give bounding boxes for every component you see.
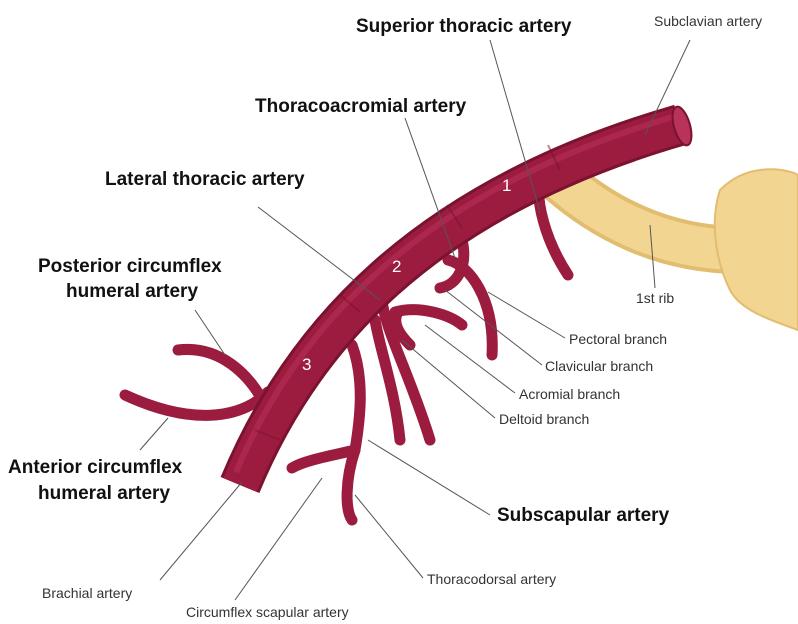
label-pectoral-branch: Pectoral branch bbox=[569, 331, 667, 347]
label-posterior-circumflex-line2: humeral artery bbox=[66, 281, 198, 303]
label-brachial-artery: Brachial artery bbox=[42, 585, 132, 601]
anterior-circumflex-branch bbox=[125, 392, 268, 415]
label-circumflex-scapular-artery: Circumflex scapular artery bbox=[186, 604, 349, 620]
leader-pectoral bbox=[488, 292, 565, 338]
label-thoracodorsal-artery: Thoracodorsal artery bbox=[427, 571, 556, 587]
leader-anterior-circumflex bbox=[140, 418, 168, 450]
label-anterior-circumflex-line2: humeral artery bbox=[38, 483, 170, 505]
leader-brachial bbox=[160, 482, 242, 580]
label-clavicular-branch: Clavicular branch bbox=[545, 358, 653, 374]
label-subscapular-artery: Subscapular artery bbox=[497, 505, 669, 527]
first-rib bbox=[560, 169, 798, 330]
segment-label-1: 1 bbox=[502, 176, 511, 195]
subscapular-trunk bbox=[352, 345, 360, 450]
label-subclavian-artery: Subclavian artery bbox=[654, 13, 762, 29]
leader-circumflex-scapular bbox=[235, 478, 322, 600]
label-first-rib: 1st rib bbox=[636, 290, 674, 306]
label-deltoid-branch: Deltoid branch bbox=[499, 411, 589, 427]
label-lateral-thoracic-artery: Lateral thoracic artery bbox=[105, 169, 305, 191]
leader-lateral-thoracic bbox=[258, 207, 380, 300]
leader-acromial bbox=[425, 325, 515, 393]
label-anterior-circumflex-line1: Anterior circumflex bbox=[8, 457, 182, 479]
label-acromial-branch: Acromial branch bbox=[519, 386, 620, 402]
label-superior-thoracic-artery: Superior thoracic artery bbox=[356, 16, 571, 38]
leader-thoracodorsal bbox=[355, 495, 423, 578]
thoracodorsal-branch bbox=[347, 450, 355, 520]
acromial-branch bbox=[395, 310, 462, 325]
posterior-circumflex-branch bbox=[178, 349, 265, 405]
label-thoracoacromial-artery: Thoracoacromial artery bbox=[255, 96, 466, 118]
axillary-artery-trunk bbox=[236, 105, 695, 485]
segment-label-3: 3 bbox=[302, 355, 311, 374]
leader-subscapular bbox=[368, 440, 490, 515]
artery-branches bbox=[125, 178, 568, 520]
segment-label-2: 2 bbox=[392, 257, 401, 276]
label-posterior-circumflex-line1: Posterior circumflex bbox=[38, 256, 222, 278]
